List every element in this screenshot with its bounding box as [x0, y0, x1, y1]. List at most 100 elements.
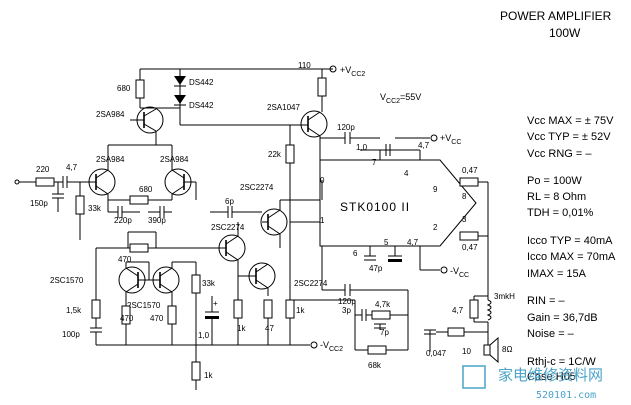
spec-row: IMAX = 15A	[527, 268, 587, 280]
resistor-22k	[285, 144, 295, 164]
spec-row: Gain = 36,7dB	[527, 312, 598, 324]
resistor-33k-in	[75, 195, 85, 215]
svg-text:6: 6	[353, 249, 358, 258]
svg-text:33k: 33k	[202, 279, 216, 288]
spec-value: H05	[556, 371, 576, 383]
spec-value: = ± 52V	[572, 131, 611, 143]
svg-text:8: 8	[462, 192, 467, 201]
spec-name: Case	[527, 371, 556, 383]
diode-ds442-2	[174, 95, 186, 104]
svg-text:1k: 1k	[237, 324, 246, 333]
svg-text:1k: 1k	[204, 371, 213, 380]
svg-text:220: 220	[36, 165, 50, 174]
svg-text:2SC2274: 2SC2274	[211, 223, 245, 232]
svg-text:33k: 33k	[88, 204, 102, 213]
resistor-680-top	[135, 79, 145, 99]
resistor-4-7k	[371, 310, 391, 320]
spec-row: RIN = –	[527, 295, 565, 307]
transistor-2sa984-in1	[88, 168, 116, 196]
resistor-0-47-b	[459, 231, 479, 241]
resistor-680-mid	[129, 195, 149, 205]
svg-text:DS442: DS442	[189, 101, 214, 110]
svg-text:4,7: 4,7	[66, 163, 78, 172]
svg-text:0,47: 0,47	[462, 166, 478, 175]
svg-text:10: 10	[462, 347, 471, 356]
svg-text:2SA1047: 2SA1047	[267, 103, 300, 112]
resistor-220	[35, 177, 55, 187]
svg-text:68k: 68k	[368, 361, 382, 370]
svg-text:4,7k: 4,7k	[375, 300, 391, 309]
spec-name: Icco MAX	[527, 251, 577, 263]
spec-value: = ± 75V	[575, 115, 614, 127]
svg-text:0,47: 0,47	[462, 243, 478, 252]
resistor-470-b	[167, 305, 177, 325]
svg-text:-VCC2: -VCC2	[320, 340, 343, 353]
spec-value: = –	[576, 148, 592, 160]
watermark-logo-icon	[462, 365, 486, 389]
svg-text:+VCC2: +VCC2	[340, 65, 365, 78]
spec-value: = 100W	[544, 175, 583, 187]
svg-text:390p: 390p	[148, 216, 166, 225]
svg-text:150p: 150p	[30, 199, 48, 208]
spec-row: Case H05	[527, 371, 576, 383]
spec-name: Rthj-c	[527, 356, 559, 368]
spec-row: Icco MAX = 70mA	[527, 251, 616, 263]
svg-text:2SA984: 2SA984	[96, 110, 125, 119]
svg-text:2SC2274: 2SC2274	[240, 183, 274, 192]
svg-text:2SC2274: 2SC2274	[294, 279, 328, 288]
svg-text:3: 3	[462, 215, 467, 224]
resistor-1k-b	[285, 299, 295, 319]
resistor-0-47-a	[459, 177, 479, 187]
title-line2: 100W	[549, 26, 581, 40]
spec-name: Gain	[527, 312, 553, 324]
title-line1: POWER AMPLIFIER	[500, 9, 612, 23]
svg-text:8Ω: 8Ω	[502, 345, 512, 354]
diode-ds442-1	[174, 76, 186, 85]
resistor-110	[317, 77, 327, 97]
transistor-2sc2274-top	[260, 208, 288, 236]
spec-row: RL = 8 Ohm	[527, 191, 586, 203]
svg-text:7p: 7p	[380, 328, 389, 337]
spec-row: Po = 100W	[527, 175, 582, 187]
resistor-47	[263, 299, 273, 319]
svg-text:2SC1570: 2SC1570	[127, 301, 161, 310]
svg-text:120p: 120p	[338, 297, 356, 306]
input-terminal	[14, 179, 20, 185]
inductor-3mkh	[486, 299, 492, 321]
spec-name: Vcc MAX	[527, 115, 575, 127]
svg-text:470: 470	[150, 314, 164, 323]
spec-value: = 8 Ohm	[544, 191, 587, 203]
svg-text:47p: 47p	[369, 264, 383, 273]
spec-value: = 0,01%	[553, 207, 594, 219]
svg-text:+: +	[213, 299, 218, 308]
spec-name: IMAX	[527, 268, 557, 280]
spec-row: Rthj-c = 1C/W	[527, 356, 596, 368]
svg-text:1k: 1k	[296, 306, 305, 315]
spec-row: Vcc RNG = –	[527, 148, 592, 160]
svg-text:470: 470	[120, 314, 134, 323]
svg-text:4,7: 4,7	[418, 141, 430, 150]
svg-text:1: 1	[320, 216, 325, 225]
svg-text:220p: 220p	[114, 216, 132, 225]
watermark-url: 520101.com	[536, 390, 596, 401]
resistor-1k-a	[233, 299, 243, 319]
transistor-2sc2274-low	[238, 262, 276, 290]
spec-value: = –	[549, 295, 565, 307]
watermark-cn: 家电维修资料网	[498, 366, 603, 384]
resistor-4-7-out	[469, 299, 479, 319]
svg-text:110: 110	[298, 61, 311, 70]
transistor-2sa984-top	[130, 106, 164, 134]
transistor-2sc2274-mid	[210, 234, 246, 262]
svg-text:2SC1570: 2SC1570	[50, 276, 84, 285]
svg-text:+VCC: +VCC	[440, 133, 461, 146]
spec-value: = 40mA	[574, 235, 613, 247]
svg-text:STK0100 II: STK0100 II	[340, 200, 410, 214]
transistor-2sa984-in2	[164, 168, 196, 196]
svg-text:2SA984: 2SA984	[96, 155, 125, 164]
spec-name: Vcc TYP	[527, 131, 572, 143]
svg-text:0,047: 0,047	[426, 349, 447, 358]
spec-value: = 70mA	[577, 251, 616, 263]
vcc2-note: VCC2=55V	[380, 92, 421, 105]
